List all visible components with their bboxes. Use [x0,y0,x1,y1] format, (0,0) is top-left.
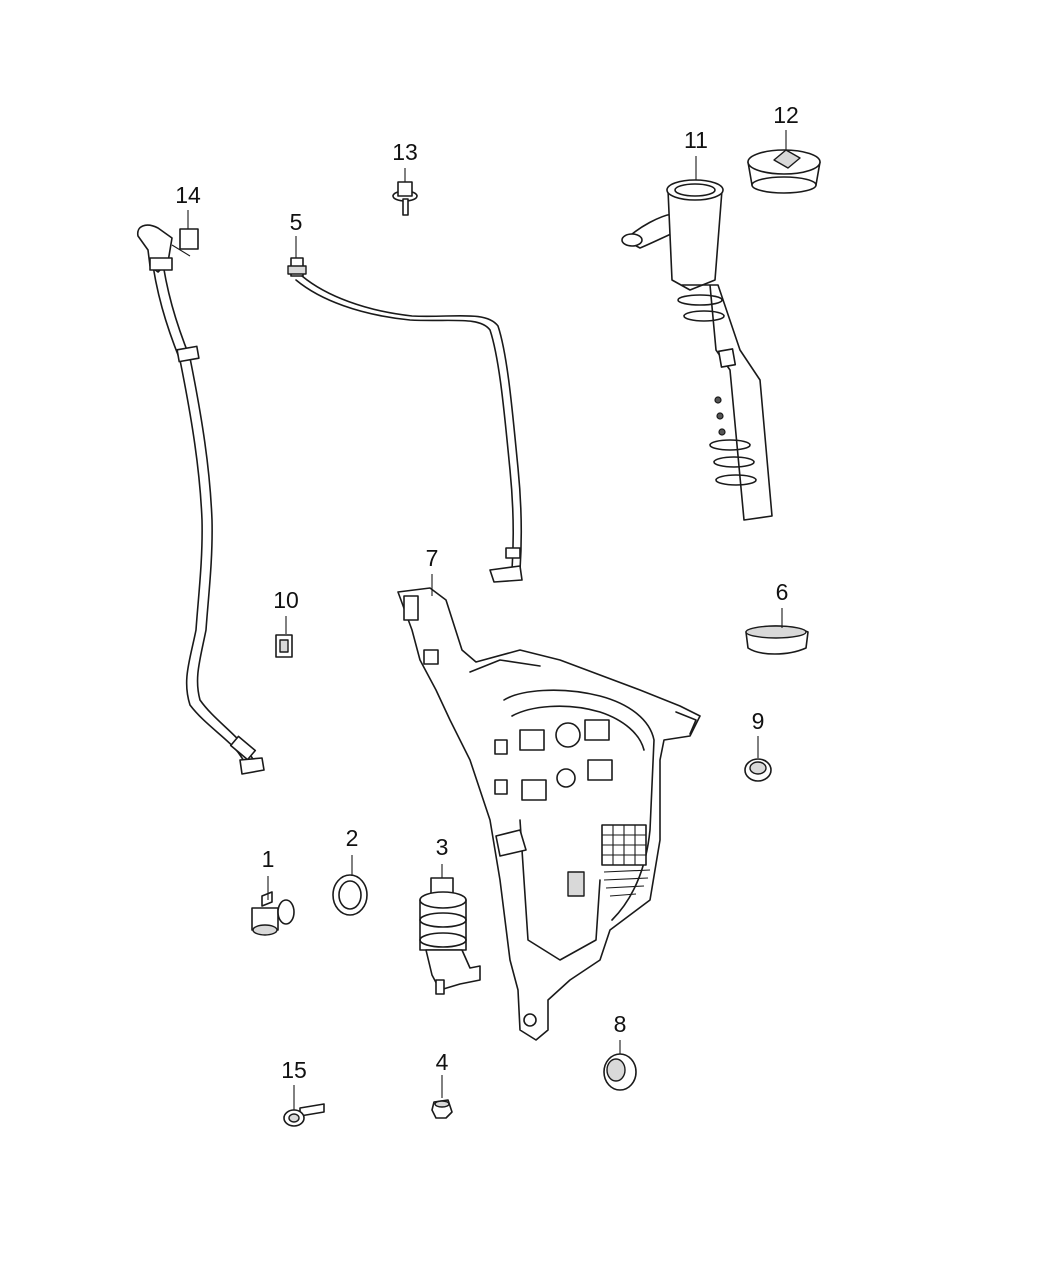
part-10-clip [275,634,293,658]
part-4-nut [431,1099,453,1119]
part-2-grommet [332,874,368,916]
part-label-9: 9 [752,708,765,734]
part-label-8: 8 [614,1011,627,1037]
part-label-13: 13 [392,139,418,165]
part-label-12: 12 [773,102,799,128]
part-12-filler-cap [747,149,821,194]
part-7-washer-reservoir [397,587,701,1041]
part-5-washer-hose [287,257,523,583]
part-8-grommet [603,1053,637,1091]
part-13-bolt [392,181,418,216]
part-14-washer-hose [136,224,265,775]
part-9-grommet [744,758,772,782]
part-label-5: 5 [290,209,303,235]
part-6-grommet [745,625,809,655]
part-15-bolt [283,1103,325,1127]
part-label-4: 4 [436,1049,449,1075]
part-11-filler-neck [621,179,773,521]
part-3-washer-pump [419,877,481,995]
part-label-14: 14 [175,182,201,208]
part-label-11: 11 [684,127,708,153]
part-label-15: 15 [281,1057,307,1083]
part-label-2: 2 [346,825,359,851]
part-label-3: 3 [436,834,449,860]
part-1-level-sensor [251,891,295,936]
leader-lines [187,130,787,1110]
part-label-6: 6 [776,579,789,605]
part-label-7: 7 [426,545,439,571]
part-label-1: 1 [262,846,275,872]
part-label-10: 10 [273,587,299,613]
